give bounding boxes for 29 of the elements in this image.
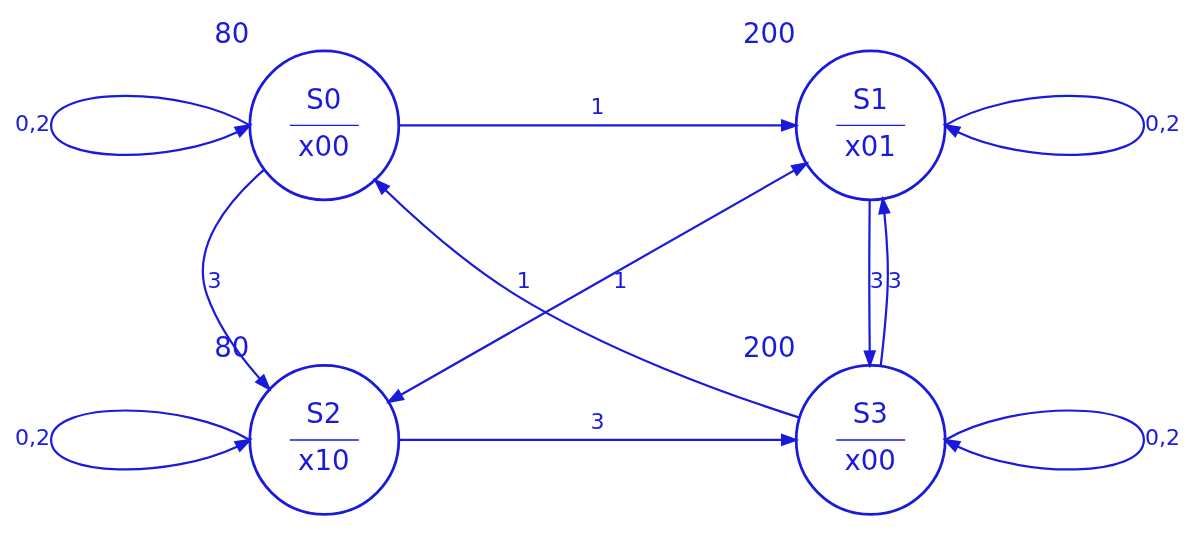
- edge-label: 1: [613, 267, 628, 293]
- arrow: [373, 177, 800, 419]
- arrow: [50, 409, 253, 471]
- edge-label: 0,2: [1144, 110, 1181, 136]
- node-label: 200: [742, 331, 796, 365]
- edge-label: 1: [590, 94, 605, 120]
- node-circle: S3 x00: [794, 364, 947, 516]
- edge-label: 0,2: [1144, 425, 1181, 451]
- arrow: [399, 119, 800, 132]
- edge-label: 0,2: [14, 110, 51, 136]
- node-circle: S1 x01: [794, 49, 947, 202]
- node-label: 80: [214, 16, 250, 50]
- edge-label: 3: [887, 267, 902, 293]
- arrow: [50, 94, 253, 156]
- node-circle: S0 x00: [248, 49, 401, 202]
- arrow: [878, 195, 891, 367]
- arrow: [863, 200, 877, 369]
- edge-label: 1: [516, 267, 531, 293]
- edge-label: 3: [590, 408, 605, 434]
- arrow: [942, 94, 1145, 156]
- arrow: [201, 169, 272, 392]
- arrow: [942, 409, 1145, 471]
- node-circle: S2 x10: [248, 364, 401, 516]
- edge-label: 0,2: [14, 425, 51, 451]
- node-label: 200: [742, 16, 796, 50]
- edge-label: 3: [207, 267, 222, 293]
- arrow: [385, 161, 810, 404]
- arrow: [399, 433, 800, 447]
- edge-label: 3: [869, 267, 884, 293]
